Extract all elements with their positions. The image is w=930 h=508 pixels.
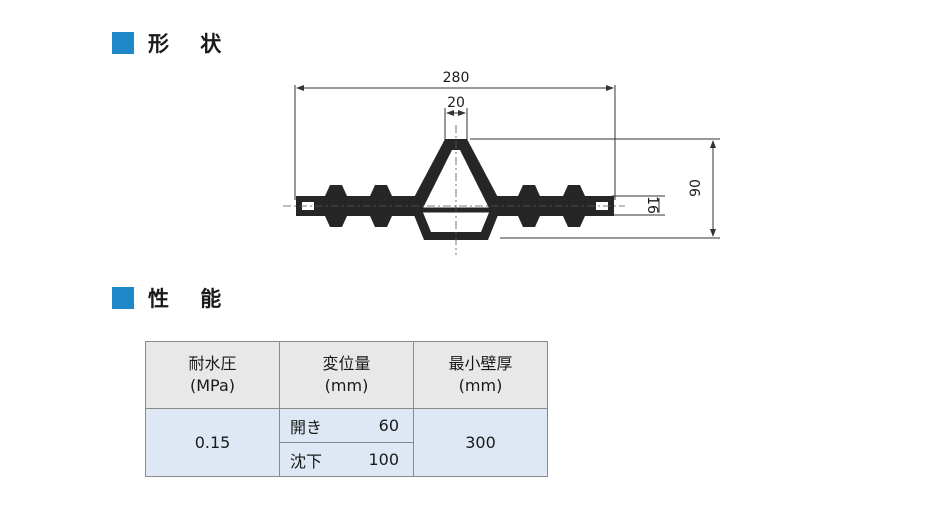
performance-table: 耐水圧 (MPa) 変位量 (mm) 最小壁厚 (mm) 0.15 開き 60 …	[145, 341, 548, 477]
header-line: 最小壁厚	[448, 354, 513, 373]
shape-section-heading: 形 状	[112, 30, 233, 56]
waterstop-profile	[296, 139, 614, 240]
table-header-row: 耐水圧 (MPa) 変位量 (mm) 最小壁厚 (mm)	[145, 341, 548, 409]
displacement-open-value: 60	[378, 416, 399, 435]
header-line: 耐水圧	[188, 354, 237, 373]
displacement-open-label: 開き	[290, 417, 323, 437]
cell-water-pressure: 0.15	[145, 408, 280, 477]
displacement-settle-label: 沈下	[290, 451, 323, 471]
table-row: 沈下 100	[146, 442, 548, 477]
header-unit: (mm)	[324, 376, 369, 395]
shape-heading-label: 形 状	[148, 32, 234, 56]
cell-displacement-open: 開き 60	[279, 408, 414, 443]
dimension-flange-thickness: 16	[644, 196, 660, 214]
cell-min-wall-thickness: 300	[413, 408, 548, 477]
header-water-pressure: 耐水圧 (MPa)	[145, 341, 280, 409]
waterstop-cross-section-drawing: 280 20 90 16	[283, 70, 720, 255]
cell-displacement-settle: 沈下 100	[279, 442, 414, 477]
header-unit: (mm)	[458, 376, 503, 395]
heading-square-icon	[112, 287, 134, 309]
performance-section-heading: 性 能	[112, 285, 233, 311]
displacement-settle-value: 100	[368, 450, 399, 469]
header-displacement: 変位量 (mm)	[279, 341, 414, 409]
heading-square-icon	[112, 32, 134, 54]
table-row: 0.15 開き 60 300	[145, 408, 548, 477]
dimension-top-width: 20	[447, 95, 465, 111]
header-line: 変位量	[322, 354, 371, 373]
header-min-wall-thickness: 最小壁厚 (mm)	[413, 341, 548, 409]
dimension-overall-width: 280	[443, 70, 470, 86]
dimension-height: 90	[688, 179, 704, 197]
performance-heading-label: 性 能	[148, 287, 234, 311]
header-unit: (MPa)	[189, 376, 236, 395]
